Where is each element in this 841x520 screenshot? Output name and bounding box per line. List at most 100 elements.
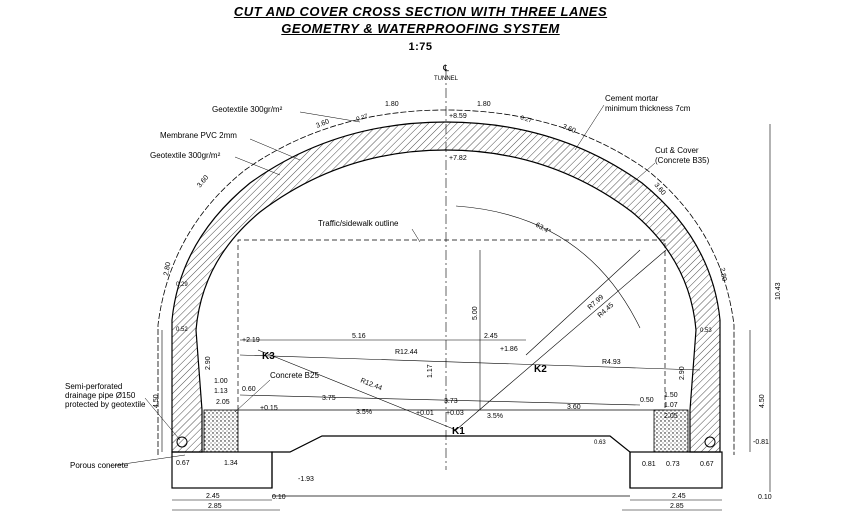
dim-+7.82: +7.82 bbox=[449, 155, 467, 162]
dim-3.75: 3.75 bbox=[322, 395, 336, 402]
leader-geotextile-left bbox=[234, 156, 281, 176]
label-cement-thickness: minimum thickness 7cm bbox=[605, 104, 691, 113]
label-membrane: Membrane PVC 2mm bbox=[160, 131, 237, 140]
leader-porous bbox=[109, 454, 186, 467]
dim-0.10-left: 0.10 bbox=[272, 494, 286, 501]
right-drain-pipe bbox=[704, 436, 716, 448]
left-footing bbox=[171, 451, 273, 489]
label-k3: K3 bbox=[262, 351, 275, 362]
dim-3.73: 3.73 bbox=[444, 398, 458, 405]
dim-2.85-left: 2.85 bbox=[208, 503, 222, 510]
dim-1.50-right: 1.50 bbox=[664, 392, 678, 399]
dim-0.53: 0.53 bbox=[700, 328, 712, 334]
label-cut-cover: Cut & Cover bbox=[655, 146, 699, 155]
dim-1.80-left: 1.80 bbox=[385, 101, 399, 108]
drawing-title: CUT AND COVER CROSS SECTION WITH THREE L… bbox=[233, 4, 608, 19]
horizontal-low bbox=[239, 394, 641, 406]
label-k2: K2 bbox=[534, 364, 547, 375]
leader-traffic bbox=[411, 228, 421, 243]
dim-2.45: 2.45 bbox=[484, 333, 498, 340]
drawing-scale: 1:75 bbox=[408, 41, 433, 53]
dim-1.07-right: 1.07 bbox=[664, 402, 678, 409]
dim-5.16: 5.16 bbox=[352, 333, 366, 340]
dim-0.52: 0.52 bbox=[176, 327, 188, 333]
dim-R12.44-b: R12.44 bbox=[359, 377, 383, 392]
leader-drain bbox=[144, 397, 181, 441]
radius-line-k2b bbox=[525, 249, 641, 356]
dim-0.10-right: 0.10 bbox=[758, 494, 772, 501]
radius-line-k3 bbox=[257, 349, 457, 431]
dim-0.63: 0.63 bbox=[594, 440, 606, 446]
right-drain-block bbox=[653, 409, 689, 453]
dim-+1.86: +1.86 bbox=[500, 346, 518, 353]
dim-1.17: 1.17 bbox=[427, 364, 434, 378]
dim-R4.45: R4.45 bbox=[597, 302, 616, 320]
dim-0.67-right: 0.67 bbox=[700, 461, 714, 468]
dim-4.50-right: 4.50 bbox=[759, 394, 766, 408]
leader-geotextile-top bbox=[299, 111, 361, 123]
dim-0.73: 0.73 bbox=[666, 461, 680, 468]
label-drain-3: protected by geotextile bbox=[65, 400, 146, 409]
angle-arc bbox=[455, 205, 641, 329]
leader-cut-cover bbox=[629, 162, 656, 186]
dim-2.85-right: 2.85 bbox=[670, 503, 684, 510]
dim-2.05-right: 2.05 bbox=[664, 413, 678, 420]
horizontal-k2 bbox=[239, 354, 701, 371]
label-porous-concrete: Porous concrete bbox=[70, 461, 129, 470]
dim-2.45-left: 2.45 bbox=[206, 493, 220, 500]
label-concrete-b25: Concrete B25 bbox=[270, 371, 319, 380]
label-cement-mortar: Cement mortar bbox=[605, 94, 659, 103]
dim-0.81: 0.81 bbox=[642, 461, 656, 468]
dim-0.60: 0.60 bbox=[242, 386, 256, 393]
dim-3.60-b: 3.60 bbox=[561, 123, 576, 135]
angle-63.4: 63.4° bbox=[534, 221, 552, 236]
dim-0.27-b: 0.27 bbox=[519, 115, 533, 125]
label-concrete-b35: (Concrete B35) bbox=[655, 156, 710, 165]
dim-0.29: 0.29 bbox=[176, 282, 188, 288]
dim-2.80-left: 2.80 bbox=[163, 262, 172, 277]
centerline-symbol: ℄ bbox=[442, 63, 449, 73]
dim-2.90-left: 2.90 bbox=[205, 356, 212, 370]
dim-1.80-right: 1.80 bbox=[477, 101, 491, 108]
label-geotextile-left: Geotextile 300gr/m² bbox=[150, 151, 221, 160]
dim-2.90-right: 2.90 bbox=[679, 366, 686, 380]
leader-concrete-b25 bbox=[234, 379, 271, 413]
radius-line-k2 bbox=[455, 249, 667, 431]
dim-3.60-e: 3.60 bbox=[567, 404, 581, 411]
waterproofing-outer-line bbox=[157, 109, 735, 455]
dim--0.81: -0.81 bbox=[753, 439, 769, 446]
centerline-label: TUNNEL bbox=[434, 76, 459, 82]
dim-3.60-c: 3.60 bbox=[196, 174, 210, 189]
dim-1.13: 1.13 bbox=[214, 388, 228, 395]
road-base bbox=[271, 435, 631, 488]
dim-+2.19: +2.19 bbox=[242, 337, 260, 344]
leader-membrane bbox=[249, 138, 301, 161]
dim--1.93: -1.93 bbox=[298, 476, 314, 483]
dim-2.45-right: 2.45 bbox=[672, 493, 686, 500]
label-k1: K1 bbox=[452, 426, 465, 437]
dim-1.00: 1.00 bbox=[214, 378, 228, 385]
dim-R4.93: R4.93 bbox=[602, 359, 621, 366]
dim-2.80-right: 2.80 bbox=[718, 267, 727, 282]
label-drain-1: Semi-perforated bbox=[65, 382, 122, 391]
leader-cement bbox=[574, 104, 605, 151]
dim-+0.15: +0.15 bbox=[260, 405, 278, 412]
left-drain-block bbox=[203, 409, 239, 453]
label-drain-2: drainage pipe Ø150 bbox=[65, 391, 136, 400]
dim-+0.03: +0.03 bbox=[446, 410, 464, 417]
dim-10.43: 10.43 bbox=[775, 282, 782, 300]
label-traffic-outline: Traffic/sidewalk outline bbox=[318, 219, 399, 228]
dim-0.67-left: 0.67 bbox=[176, 460, 190, 467]
slope-left: 3.5% bbox=[356, 409, 372, 416]
left-drain-pipe bbox=[176, 436, 188, 448]
dim-0.50-right: 0.50 bbox=[640, 397, 654, 404]
right-footing bbox=[629, 451, 723, 489]
dim-+0.01: +0.01 bbox=[416, 410, 434, 417]
dim-+8.59: +8.59 bbox=[449, 113, 467, 120]
dim-5.00: 5.00 bbox=[472, 306, 479, 320]
dim-3.60-a: 3.60 bbox=[315, 118, 330, 130]
dim-4.50-left: 4.50 bbox=[153, 394, 160, 408]
label-geotextile-top: Geotextile 300gr/m² bbox=[212, 105, 283, 114]
dim-0.27-a: 0.27 bbox=[356, 113, 370, 123]
